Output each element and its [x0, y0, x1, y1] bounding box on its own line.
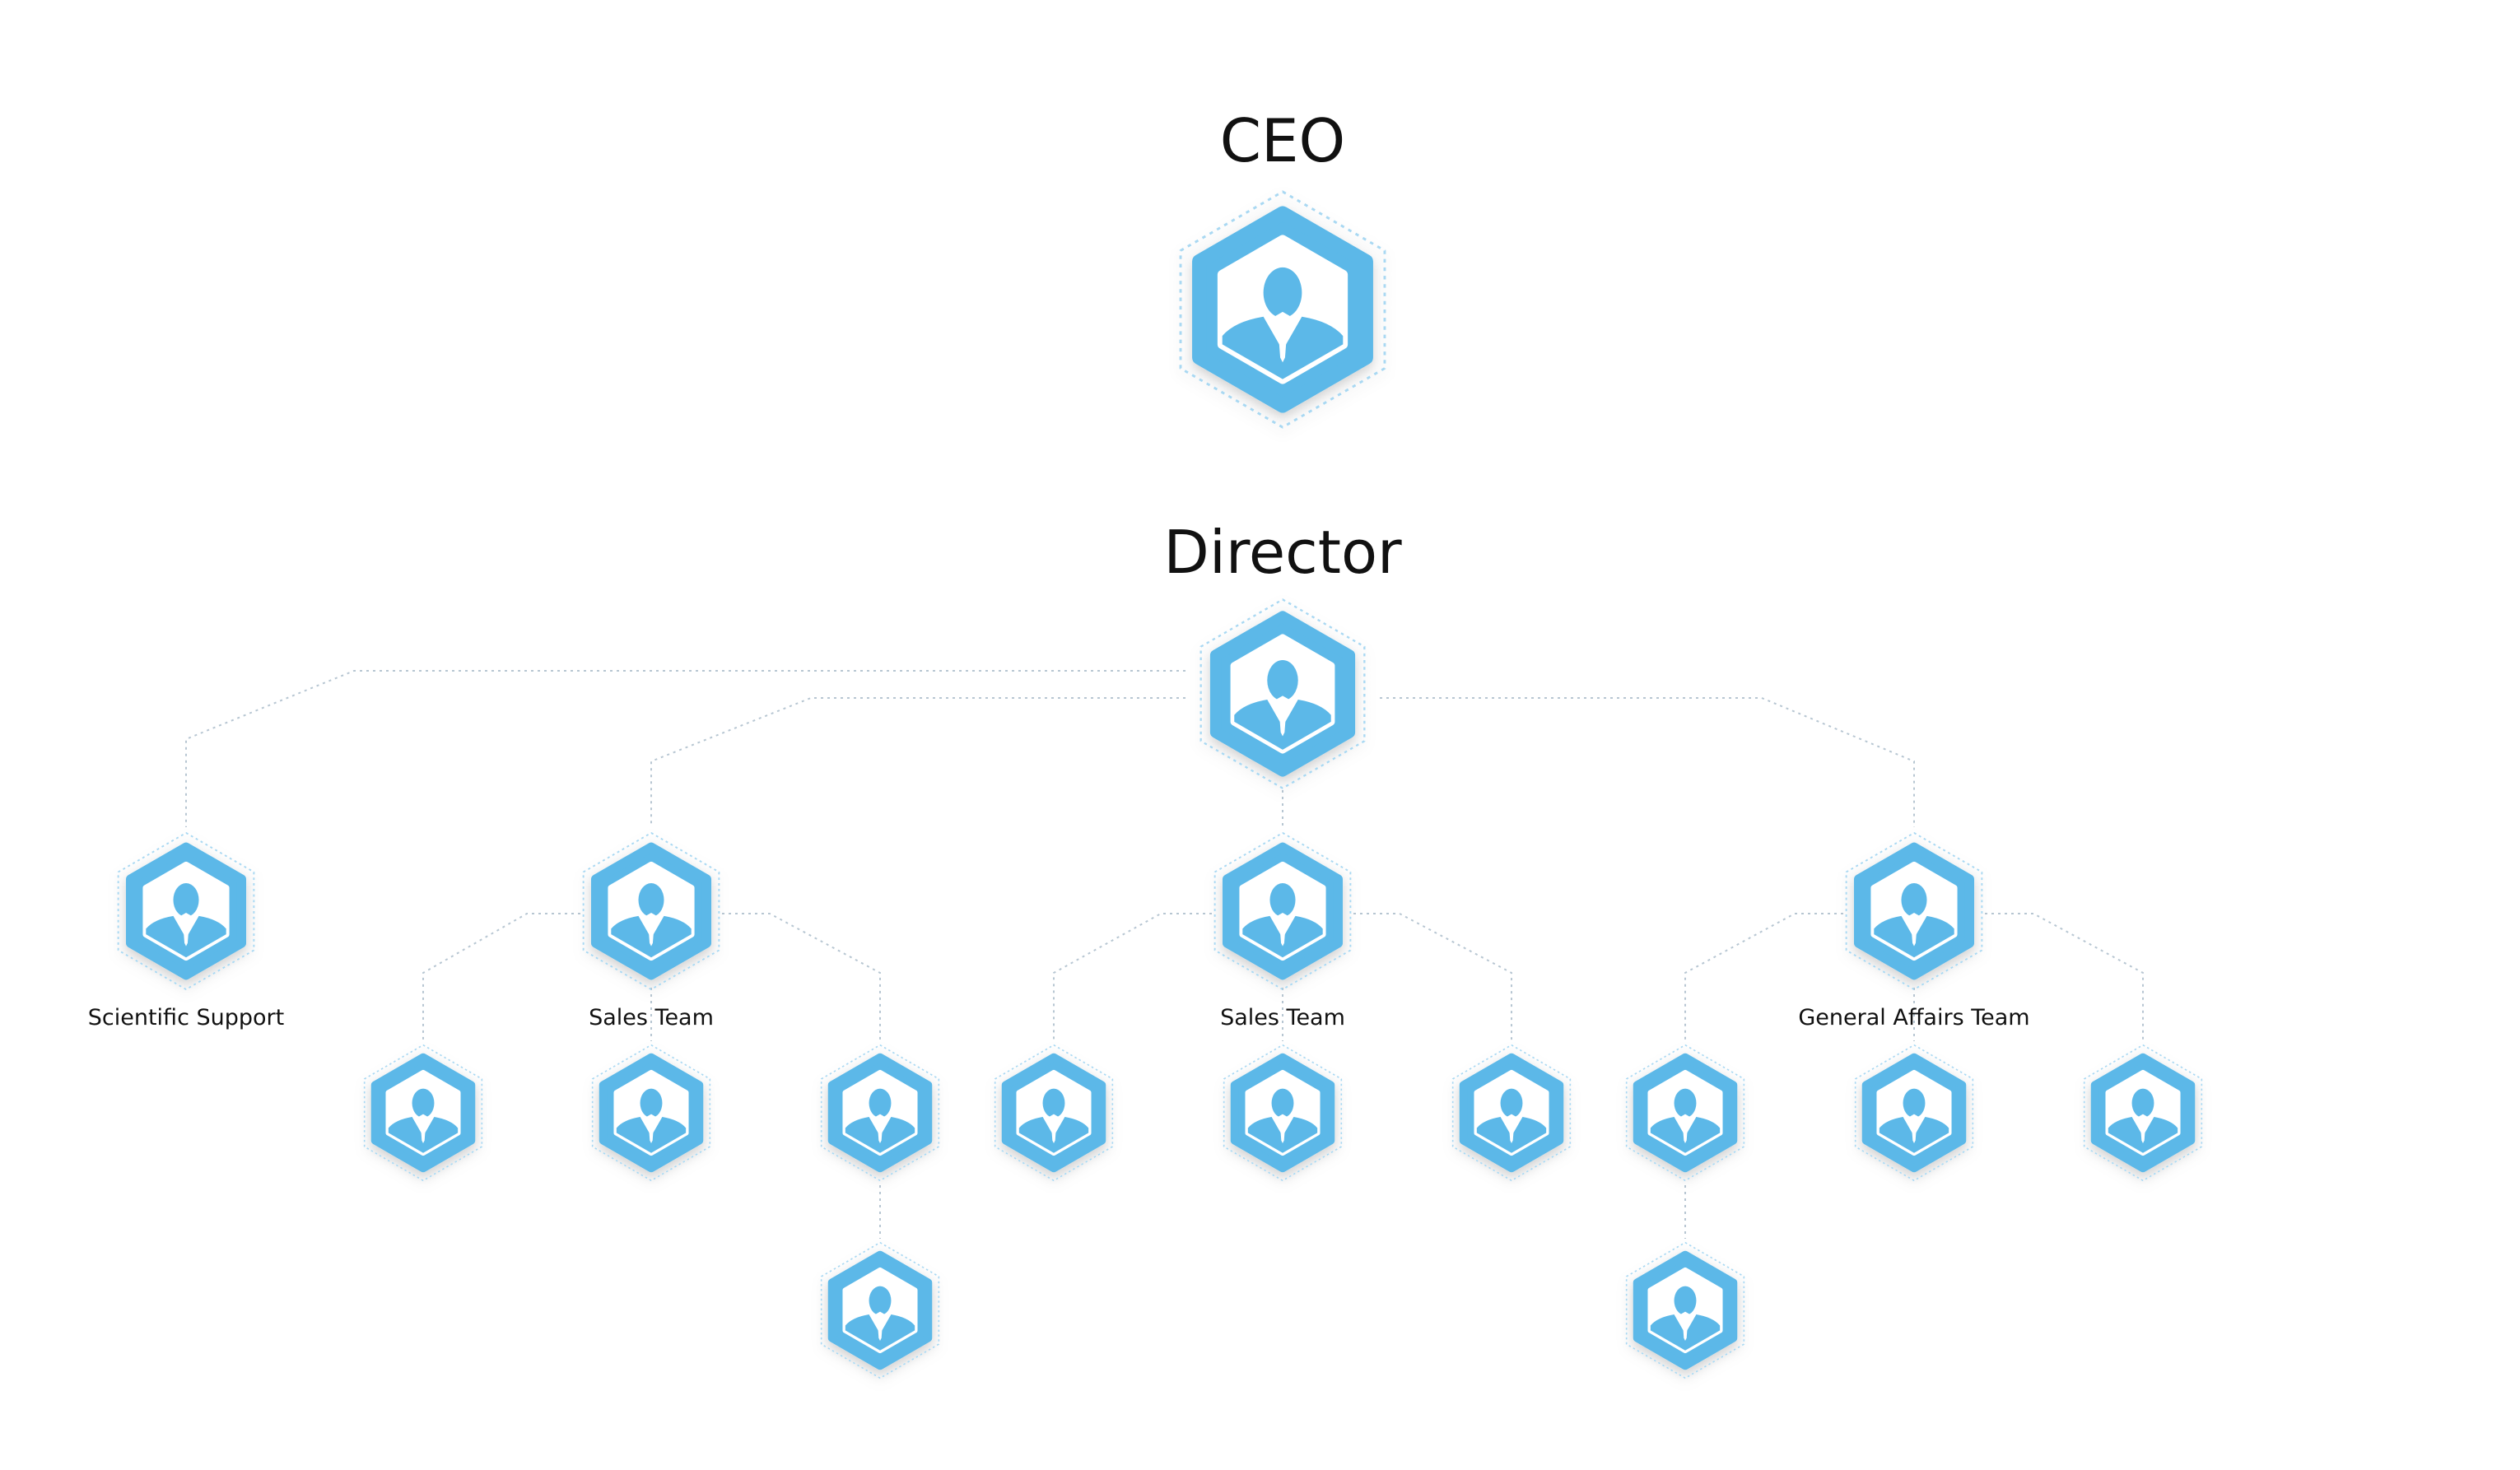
connector-sales-team-2-member-6	[1353, 913, 1512, 1041]
node-member-2[interactable]	[593, 1045, 710, 1181]
node-member-4[interactable]	[995, 1045, 1113, 1181]
connector-sales-team-1-member-3	[722, 913, 881, 1041]
node-scientific-support[interactable]	[119, 833, 254, 989]
person-with-tie-icon	[119, 833, 254, 989]
node-ceo[interactable]	[1181, 192, 1385, 427]
node-member-9[interactable]	[2084, 1045, 2202, 1181]
node-general-affairs-team[interactable]	[1847, 833, 1982, 989]
connector-director-general-affairs-team	[1380, 697, 1915, 827]
node-labels: CEO Director Scientific Support Sales Te…	[88, 106, 2030, 1030]
person-with-tie-icon	[1201, 599, 1365, 788]
person-with-tie-icon	[1224, 1045, 1342, 1181]
person-with-tie-icon	[822, 1045, 939, 1181]
person-with-tie-icon	[593, 1045, 710, 1181]
connector-director-scientific-support	[185, 670, 1185, 827]
node-member-7[interactable]	[1627, 1045, 1744, 1181]
node-director[interactable]	[1201, 599, 1365, 788]
org-nodes	[119, 192, 2202, 1378]
person-with-tie-icon	[995, 1045, 1113, 1181]
node-member-6[interactable]	[1453, 1045, 1571, 1181]
person-with-tie-icon	[822, 1243, 939, 1379]
person-with-tie-icon	[1627, 1045, 1744, 1181]
node-member-5[interactable]	[1224, 1045, 1342, 1181]
person-with-tie-icon	[1847, 833, 1982, 989]
node-member-10[interactable]	[822, 1243, 939, 1379]
connector-sales-team-1-member-1	[422, 913, 580, 1041]
connector-director-sales-team-1	[650, 697, 1185, 827]
node-member-1[interactable]	[365, 1045, 482, 1181]
label-sales-team-1: Sales Team	[589, 1005, 714, 1030]
node-sales-team-2[interactable]	[1215, 833, 1351, 989]
label-ceo: CEO	[1220, 106, 1345, 175]
label-general-affairs-team: General Affairs Team	[1798, 1005, 2029, 1030]
connector-sales-team-2-member-4	[1053, 913, 1212, 1041]
person-with-tie-icon	[1856, 1045, 1973, 1181]
connector-lines	[185, 670, 2144, 1239]
label-scientific-support: Scientific Support	[88, 1005, 284, 1030]
person-with-tie-icon	[1453, 1045, 1571, 1181]
person-with-tie-icon	[1627, 1243, 1744, 1379]
person-with-tie-icon	[584, 833, 720, 989]
node-sales-team-1[interactable]	[584, 833, 720, 989]
node-member-3[interactable]	[822, 1045, 939, 1181]
label-sales-team-2: Sales Team	[1220, 1005, 1345, 1030]
person-with-tie-icon	[2084, 1045, 2202, 1181]
person-with-tie-icon	[1215, 833, 1351, 989]
label-director: Director	[1163, 518, 1402, 587]
person-with-tie-icon	[1181, 192, 1385, 427]
node-member-11[interactable]	[1627, 1243, 1744, 1379]
node-member-8[interactable]	[1856, 1045, 1973, 1181]
person-with-tie-icon	[365, 1045, 482, 1181]
